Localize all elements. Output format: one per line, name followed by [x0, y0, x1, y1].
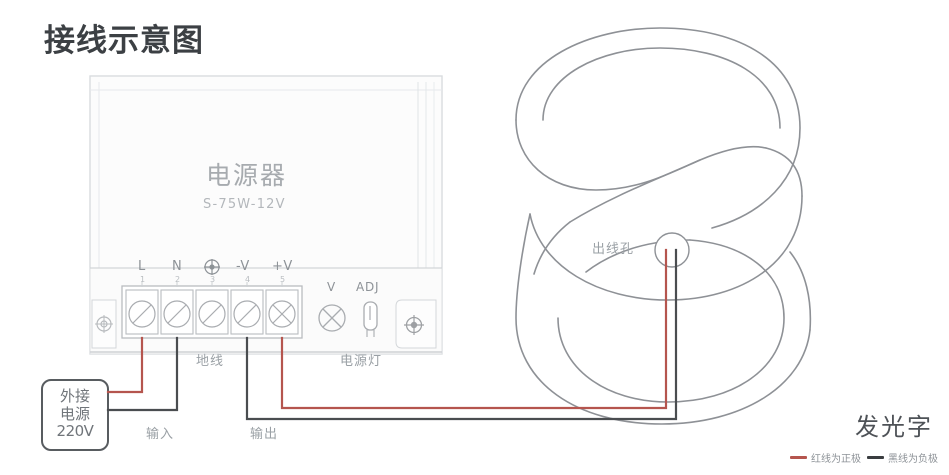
led-sign-title: 发光字: [855, 413, 933, 441]
page-title: 接线示意图: [44, 23, 204, 59]
wire-outlet-hole: [654, 232, 690, 268]
external-power-label: 外接 电源 220V: [46, 387, 104, 441]
legend-swatch-black: [867, 456, 884, 459]
terminal-number-2: 2: [175, 275, 181, 284]
legend-text-red: 红线为正极: [811, 454, 861, 465]
lamp-label-V: V: [327, 280, 337, 294]
annotation-output: 输出: [250, 427, 279, 442]
external-power-line1: 外接: [59, 387, 90, 405]
terminal-number-5: 5: [280, 275, 286, 284]
wire-input-neutral-black: [106, 336, 179, 412]
terminal-label-L: L: [138, 259, 146, 274]
wire-output-negative-black: [245, 248, 678, 421]
terminal-block: [121, 282, 303, 339]
terminal-number-1: 1: [140, 275, 146, 284]
legend-text-black: 黑线为负极: [888, 454, 938, 465]
annotation-power-lamp: 电源灯: [340, 354, 383, 369]
outlet-hole-label: 出线孔: [592, 242, 635, 257]
legend-item-negative: 黑线为负极: [867, 450, 938, 465]
ground-symbol-icon: [204, 259, 220, 275]
adj-label: ADJ: [356, 280, 380, 294]
power-supply-name: 电源器: [206, 161, 288, 190]
adj-potentiometer-icon: [363, 301, 378, 337]
wire-color-legend: 红线为正极 黑线为负极: [790, 450, 938, 465]
terminal-label-posV: +V: [272, 259, 293, 274]
terminal-label-negV: -V: [236, 259, 250, 274]
wire-output-positive-red: [280, 248, 668, 410]
external-power-box: [41, 379, 109, 451]
legend-item-positive: 红线为正极: [790, 450, 861, 465]
power-lamp-icon: [318, 304, 346, 332]
annotation-ground-wire: 地线: [196, 354, 225, 369]
legend-swatch-red: [790, 456, 807, 459]
led-letter-shape: [515, 27, 812, 425]
terminal-label-N: N: [172, 259, 183, 274]
external-power-line2: 电源: [59, 404, 90, 423]
left-mounting-tab: [91, 299, 117, 349]
right-mounting-tab: [395, 299, 437, 349]
terminal-number-3: 3: [210, 275, 216, 284]
external-power-line3: 220V: [56, 422, 94, 441]
terminal-number-4: 4: [245, 275, 251, 284]
annotation-input: 输入: [146, 427, 175, 442]
power-supply-model: S-75W-12V: [203, 197, 286, 212]
wire-input-live-red: [106, 336, 144, 394]
